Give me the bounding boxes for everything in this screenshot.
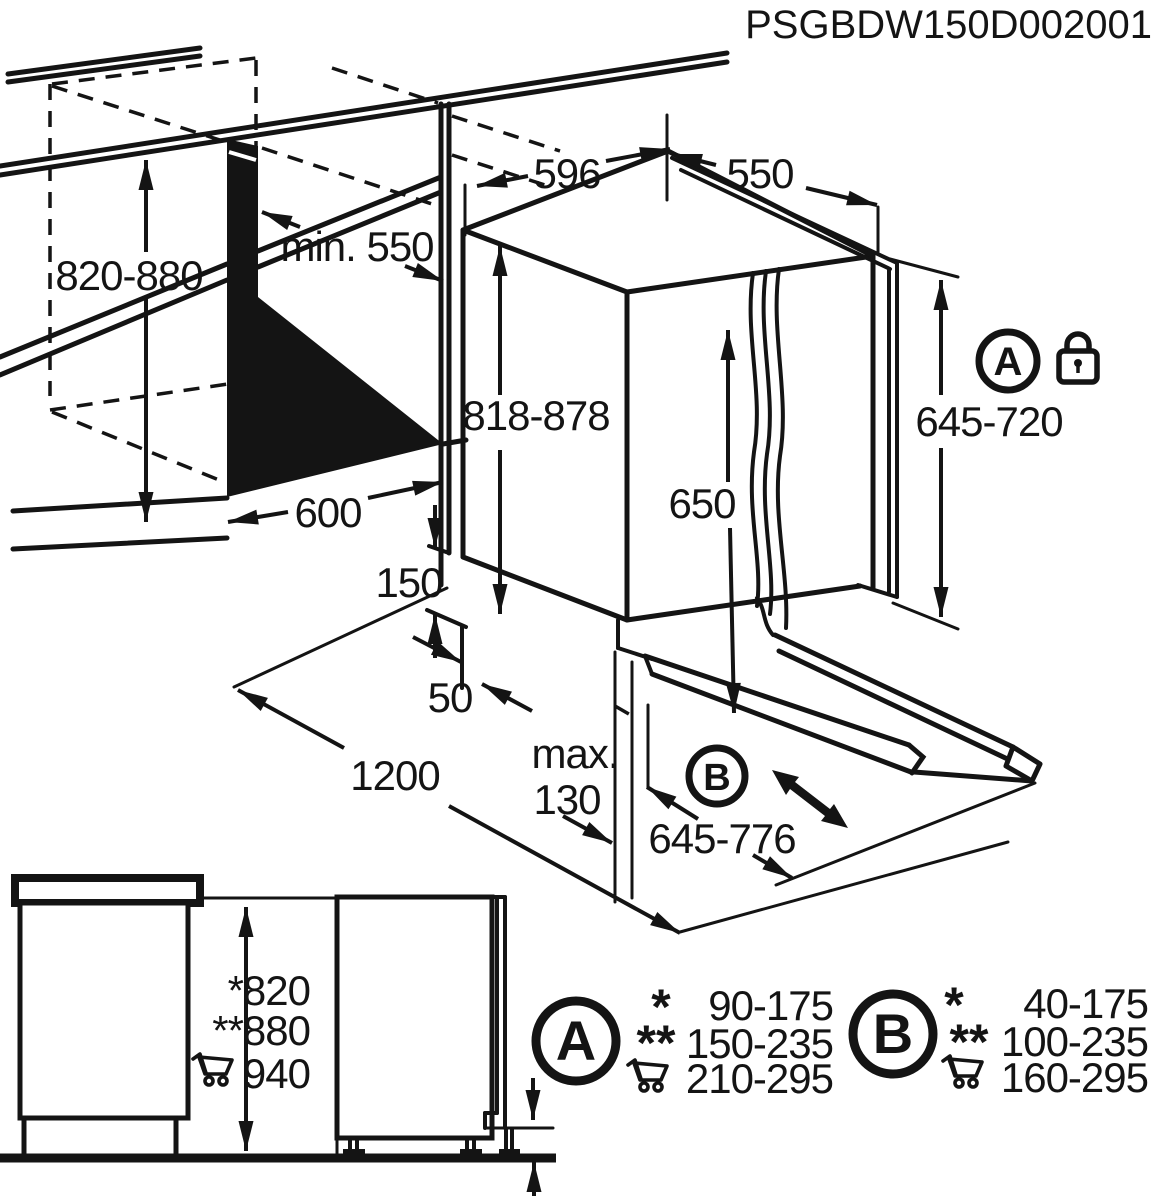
legend-b-letter: B [873, 1002, 913, 1065]
dim-label: 50 [428, 674, 473, 721]
lock-icon [1056, 331, 1100, 385]
marker-b-main: B [685, 744, 749, 808]
dishwasher-isometric [460, 148, 899, 661]
legend-a-cart-value: 210-295 [686, 1055, 833, 1102]
height-star: *820 [228, 967, 310, 1014]
legend-b: B * 40-175 ** 100-235 160-295 [848, 977, 1149, 1101]
marker-a-main: A [975, 328, 1041, 394]
legend-a-2star-value: 150-235 [686, 1020, 833, 1067]
dim-label: 650 [668, 480, 735, 527]
star-icon: * [944, 977, 964, 1033]
cart-icon [941, 1054, 984, 1089]
marker-a-letter: A [994, 340, 1023, 384]
cart-icon [191, 1052, 234, 1087]
dim-label: 600 [294, 489, 361, 536]
drawing-code: PSGBDW150D002001 [745, 3, 1152, 47]
double-star-icon: ** [637, 1015, 676, 1071]
legend-a-letter: A [556, 1009, 596, 1072]
legend-b-2star-value: 100-235 [1001, 1018, 1148, 1065]
dim-label: 645-776 [648, 815, 795, 862]
legend-a-star-value: 90-175 [708, 982, 833, 1029]
dim-max-gap: max. 130 [531, 730, 620, 845]
dim-label: min. 550 [280, 223, 433, 270]
dim-plinth-height: 150 [375, 505, 444, 658]
niche-shadow [227, 139, 443, 497]
dim-label: 596 [533, 150, 600, 197]
marker-b-letter: B [703, 757, 730, 799]
dim-top-depth: 550 [671, 150, 880, 254]
legend-a: A * 90-175 ** 150-235 210-295 [531, 979, 834, 1102]
dim-panel-height: 645-720 [888, 257, 1064, 631]
dim-label: 150 [375, 559, 442, 606]
dim-label: max. [531, 730, 618, 777]
dim-label: 645-720 [915, 398, 1062, 445]
dim-niche-width: 600 [227, 480, 444, 536]
dim-label: 130 [533, 776, 600, 823]
counter-and-niche [0, 45, 730, 690]
height-2star: **880 [212, 1007, 310, 1054]
dim-top-width: 596 [463, 113, 671, 237]
dim-open-panel-range: 645-776 [645, 785, 797, 880]
dim-niche-height: 820-880 [55, 160, 204, 522]
open-door-assembly [232, 586, 1043, 934]
dim-label: 818-878 [462, 392, 609, 439]
dim-label: 820-880 [55, 252, 202, 299]
cart-icon [626, 1058, 669, 1093]
legend-b-cart-value: 160-295 [1001, 1054, 1148, 1101]
dim-appliance-height: 818-878 [462, 246, 611, 614]
panel-wave-edge [748, 267, 789, 630]
dim-label: 550 [726, 150, 793, 197]
dim-inner-height: 650 [668, 330, 741, 714]
legend-b-star-value: 40-175 [1023, 980, 1148, 1027]
side-view-cabinet [11, 874, 204, 1157]
dim-offset-depth: 50 [412, 635, 533, 721]
dim-niche-depth: min. 550 [261, 210, 444, 283]
dim-side-heights: *820 **880 940 [191, 896, 340, 1162]
height-cart: 940 [243, 1050, 310, 1097]
dim-label: 1200 [350, 752, 439, 799]
dim-front-clearance: 1200 [237, 688, 681, 935]
slide-direction-arrow [772, 770, 848, 828]
niche-dashed-lines [48, 56, 561, 484]
furniture-panel [670, 156, 899, 599]
side-view-appliance [334, 894, 555, 1196]
star-icon: * [651, 979, 671, 1035]
